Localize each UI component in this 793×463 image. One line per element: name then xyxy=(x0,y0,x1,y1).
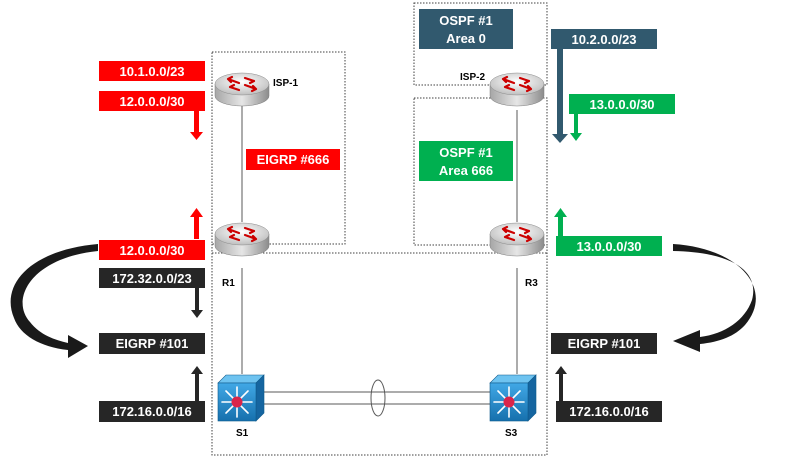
r3-net-label: 13.0.0.0/30 xyxy=(576,239,641,254)
isp1-net-a-box xyxy=(99,61,205,81)
eigrp-666-box xyxy=(246,149,340,170)
isp1-net-a-label: 10.1.0.0/23 xyxy=(119,64,184,79)
vertical-arrows xyxy=(190,49,582,402)
ospf-area666-line2: Area 666 xyxy=(439,163,493,178)
eigrp-101-left-box xyxy=(99,333,205,354)
label-boxes: 10.1.0.0/23 12.0.0.0/30 EIGRP #666 12.0.… xyxy=(99,9,675,422)
r1-net-b-label: 172.32.0.0/23 xyxy=(112,271,192,286)
s3-net-label: 172.16.0.0/16 xyxy=(569,404,649,419)
ospf-area666-boundary xyxy=(413,97,548,246)
isp2-net-b-box xyxy=(569,94,675,114)
isp2-net-a-label: 10.2.0.0/23 xyxy=(571,32,636,47)
ospf-area666-box xyxy=(419,141,513,181)
eigrp-101-boundary xyxy=(211,244,548,456)
r1-net-box xyxy=(99,240,205,260)
isp1-name: ISP-1 xyxy=(273,78,298,89)
right-curved-arrow xyxy=(673,244,756,352)
r1-net-b-box xyxy=(99,268,205,288)
ospf-area666-line1: OSPF #1 xyxy=(439,145,492,160)
ospf-area0-line2: Area 0 xyxy=(446,31,486,46)
r1-name: R1 xyxy=(222,278,235,289)
ospf-area0-box xyxy=(419,9,513,49)
router-isp2 xyxy=(489,72,545,107)
router-arrows-icon xyxy=(226,225,258,243)
etherchannel-bundle xyxy=(370,379,386,417)
eigrp-101-left-label: EIGRP #101 xyxy=(116,336,189,351)
router-r1 xyxy=(214,222,270,257)
router-arrows-icon xyxy=(226,75,258,93)
s3-net-box xyxy=(556,401,662,422)
s1-net-box xyxy=(99,401,205,422)
router-arrows-icon xyxy=(501,225,533,243)
left-curved-arrow xyxy=(10,244,98,358)
r3-name: R3 xyxy=(525,278,538,289)
eigrp-101-right-box xyxy=(551,333,657,354)
ospf-area0-line1: OSPF #1 xyxy=(439,13,492,28)
isp1-net-b-box xyxy=(99,91,205,111)
router-arrows-icon xyxy=(501,75,533,93)
switch-s3 xyxy=(489,374,537,422)
router-isp1 xyxy=(214,72,270,107)
eigrp-666-boundary xyxy=(211,51,346,245)
s3-name: S3 xyxy=(505,428,518,439)
eigrp-666-label: EIGRP #666 xyxy=(257,152,330,167)
links xyxy=(241,106,518,417)
router-r3 xyxy=(489,222,545,257)
isp2-name: ISP-2 xyxy=(460,72,485,83)
eigrp-101-right-label: EIGRP #101 xyxy=(568,336,641,351)
s1-net-label: 172.16.0.0/16 xyxy=(112,404,192,419)
r3-net-box xyxy=(556,236,662,256)
ospf-area0-boundary xyxy=(413,2,548,86)
device-labels: ISP-1 ISP-2 R1 R3 S1 S3 xyxy=(222,72,538,439)
area-boundaries xyxy=(211,2,548,456)
s1-name: S1 xyxy=(236,428,249,439)
isp2-net-a-box xyxy=(551,29,657,49)
isp2-net-b-label: 13.0.0.0/30 xyxy=(589,97,654,112)
switch-s1 xyxy=(217,374,265,422)
r1-net-label: 12.0.0.0/30 xyxy=(119,243,184,258)
isp1-net-b-label: 12.0.0.0/30 xyxy=(119,94,184,109)
